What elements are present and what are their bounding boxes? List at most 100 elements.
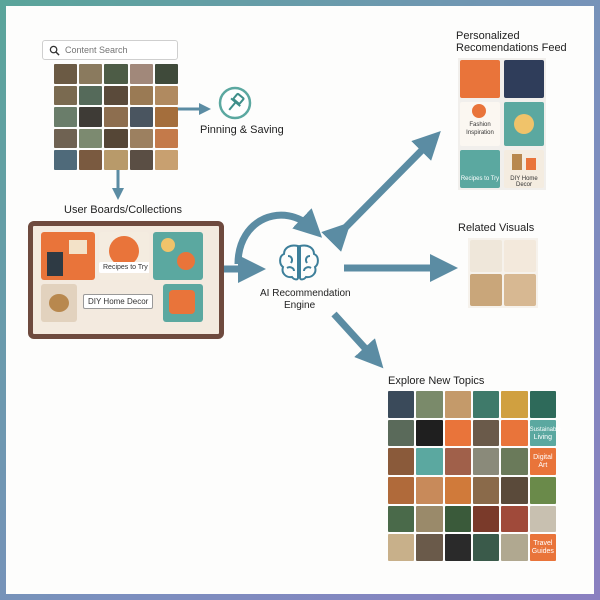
recommendations-feed: Fashion Inspiration Recipes to Try DIY H… xyxy=(458,58,546,190)
grid-image xyxy=(129,150,153,170)
grid-image xyxy=(79,85,103,106)
grid-image xyxy=(54,128,78,149)
topic-image[interactable] xyxy=(416,419,443,447)
topic-image[interactable] xyxy=(444,419,471,447)
topic-image[interactable] xyxy=(388,419,415,447)
related-image[interactable] xyxy=(504,274,536,306)
grid-image xyxy=(104,107,128,127)
arrow-loop-to-engine xyxy=(234,208,323,265)
related-visuals xyxy=(468,238,538,308)
topic-tile-travel[interactable]: Travel Guides xyxy=(529,534,556,561)
board-card-recipes-label: Recipes to Try xyxy=(99,262,149,273)
topic-image[interactable] xyxy=(444,534,471,561)
content-search[interactable] xyxy=(42,40,178,60)
topic-sustainable-line1: Sustainable xyxy=(529,426,562,433)
topic-image[interactable] xyxy=(416,476,443,504)
grid-image xyxy=(104,64,128,84)
feed-card-fashion-line2: Inspiration xyxy=(466,130,494,136)
topic-image[interactable] xyxy=(473,391,500,418)
topic-image[interactable] xyxy=(444,448,471,475)
topic-image[interactable] xyxy=(444,505,471,533)
grid-image xyxy=(154,85,178,106)
grid-image xyxy=(154,150,178,170)
topic-image[interactable] xyxy=(473,419,500,447)
topic-image[interactable] xyxy=(501,419,528,447)
related-image[interactable] xyxy=(504,240,536,272)
search-results-grid xyxy=(54,64,178,170)
board-card-diy[interactable]: DIY Home Decor xyxy=(83,294,154,309)
arrow-engine-feed-double xyxy=(321,131,441,252)
topic-image[interactable] xyxy=(501,534,528,561)
grid-image xyxy=(154,64,178,84)
topic-image[interactable] xyxy=(388,391,415,418)
feed-card-recipes-label: Recipes to Try xyxy=(460,176,500,182)
related-label: Related Visuals xyxy=(458,222,535,234)
search-input[interactable] xyxy=(65,45,165,55)
topic-image[interactable] xyxy=(416,448,443,475)
feed-card-art[interactable] xyxy=(504,60,544,98)
grid-image xyxy=(104,150,128,170)
grid-image xyxy=(104,85,128,106)
topic-image[interactable] xyxy=(529,505,556,533)
board-card-bowl[interactable] xyxy=(41,284,77,322)
topic-tile-sustainable[interactable]: Sustainable Living xyxy=(529,419,562,447)
feed-card-orange[interactable] xyxy=(460,60,500,98)
topic-tile-digital-art[interactable]: Digital Art xyxy=(529,448,556,475)
grid-image xyxy=(154,107,178,127)
topic-image[interactable] xyxy=(444,391,471,418)
topic-image[interactable] xyxy=(388,448,415,475)
topic-image[interactable] xyxy=(473,476,500,504)
grid-image xyxy=(79,128,103,149)
diagram-canvas: Pinning & Saving User Boards/Collections… xyxy=(6,6,594,594)
arrow-engine-to-explore xyxy=(331,311,384,369)
topic-travel-line1: Travel xyxy=(533,540,553,548)
topic-digital-line1: Digital xyxy=(533,454,553,462)
topic-image[interactable] xyxy=(416,534,443,561)
grid-image xyxy=(79,64,103,84)
board-card-decor[interactable] xyxy=(163,284,203,322)
grid-image xyxy=(129,64,153,84)
user-boards: Recipes to Try DIY Home Decor xyxy=(28,221,224,339)
engine-label-line1: AI Recommendation xyxy=(260,288,351,299)
board-card-fashion[interactable] xyxy=(41,232,95,280)
topic-image[interactable] xyxy=(416,391,443,418)
topic-image[interactable] xyxy=(501,391,528,418)
grid-image xyxy=(54,150,78,170)
feed-card-fashion[interactable]: Fashion Inspiration xyxy=(460,102,500,146)
explore-label: Explore New Topics xyxy=(388,375,485,387)
topic-image[interactable] xyxy=(473,448,500,475)
topic-image[interactable] xyxy=(529,476,556,504)
grid-image xyxy=(79,150,103,170)
topic-image[interactable] xyxy=(444,476,471,504)
boards-label: User Boards/Collections xyxy=(64,204,182,216)
topic-image[interactable] xyxy=(473,505,500,533)
topic-image[interactable] xyxy=(388,476,415,504)
topic-image[interactable] xyxy=(501,505,528,533)
board-card-food[interactable] xyxy=(153,232,203,280)
board-card-recipes[interactable]: Recipes to Try xyxy=(99,232,149,280)
topic-sustainable-line2: Living xyxy=(533,433,552,441)
grid-image xyxy=(54,107,78,127)
feed-card-fashion-line1: Fashion xyxy=(469,122,491,128)
grid-image xyxy=(54,85,78,106)
topic-image[interactable] xyxy=(416,505,443,533)
grid-image xyxy=(129,128,153,149)
feed-card-diy-label: DIY Home Decor xyxy=(510,176,538,188)
feed-card-recipes[interactable]: Recipes to Try xyxy=(460,150,500,188)
feed-card-teal[interactable] xyxy=(504,102,544,146)
feed-label-line2: Recomendations Feed xyxy=(456,42,567,54)
topic-image[interactable] xyxy=(388,505,415,533)
related-image[interactable] xyxy=(470,274,502,306)
topic-image[interactable] xyxy=(529,391,556,418)
feed-card-diy[interactable]: DIY Home Decor xyxy=(504,150,544,188)
pinning-label: Pinning & Saving xyxy=(200,124,284,136)
topic-image[interactable] xyxy=(473,534,500,561)
grid-image xyxy=(154,128,178,149)
topic-image[interactable] xyxy=(501,476,528,504)
related-image[interactable] xyxy=(470,240,502,272)
explore-topics-grid: Sustainable Living Digital Art Travel Gu xyxy=(388,391,562,561)
topic-image[interactable] xyxy=(388,534,415,561)
feed-label-line1: Personalized xyxy=(456,30,520,42)
topic-image[interactable] xyxy=(501,448,528,475)
brain-icon xyxy=(276,242,322,289)
